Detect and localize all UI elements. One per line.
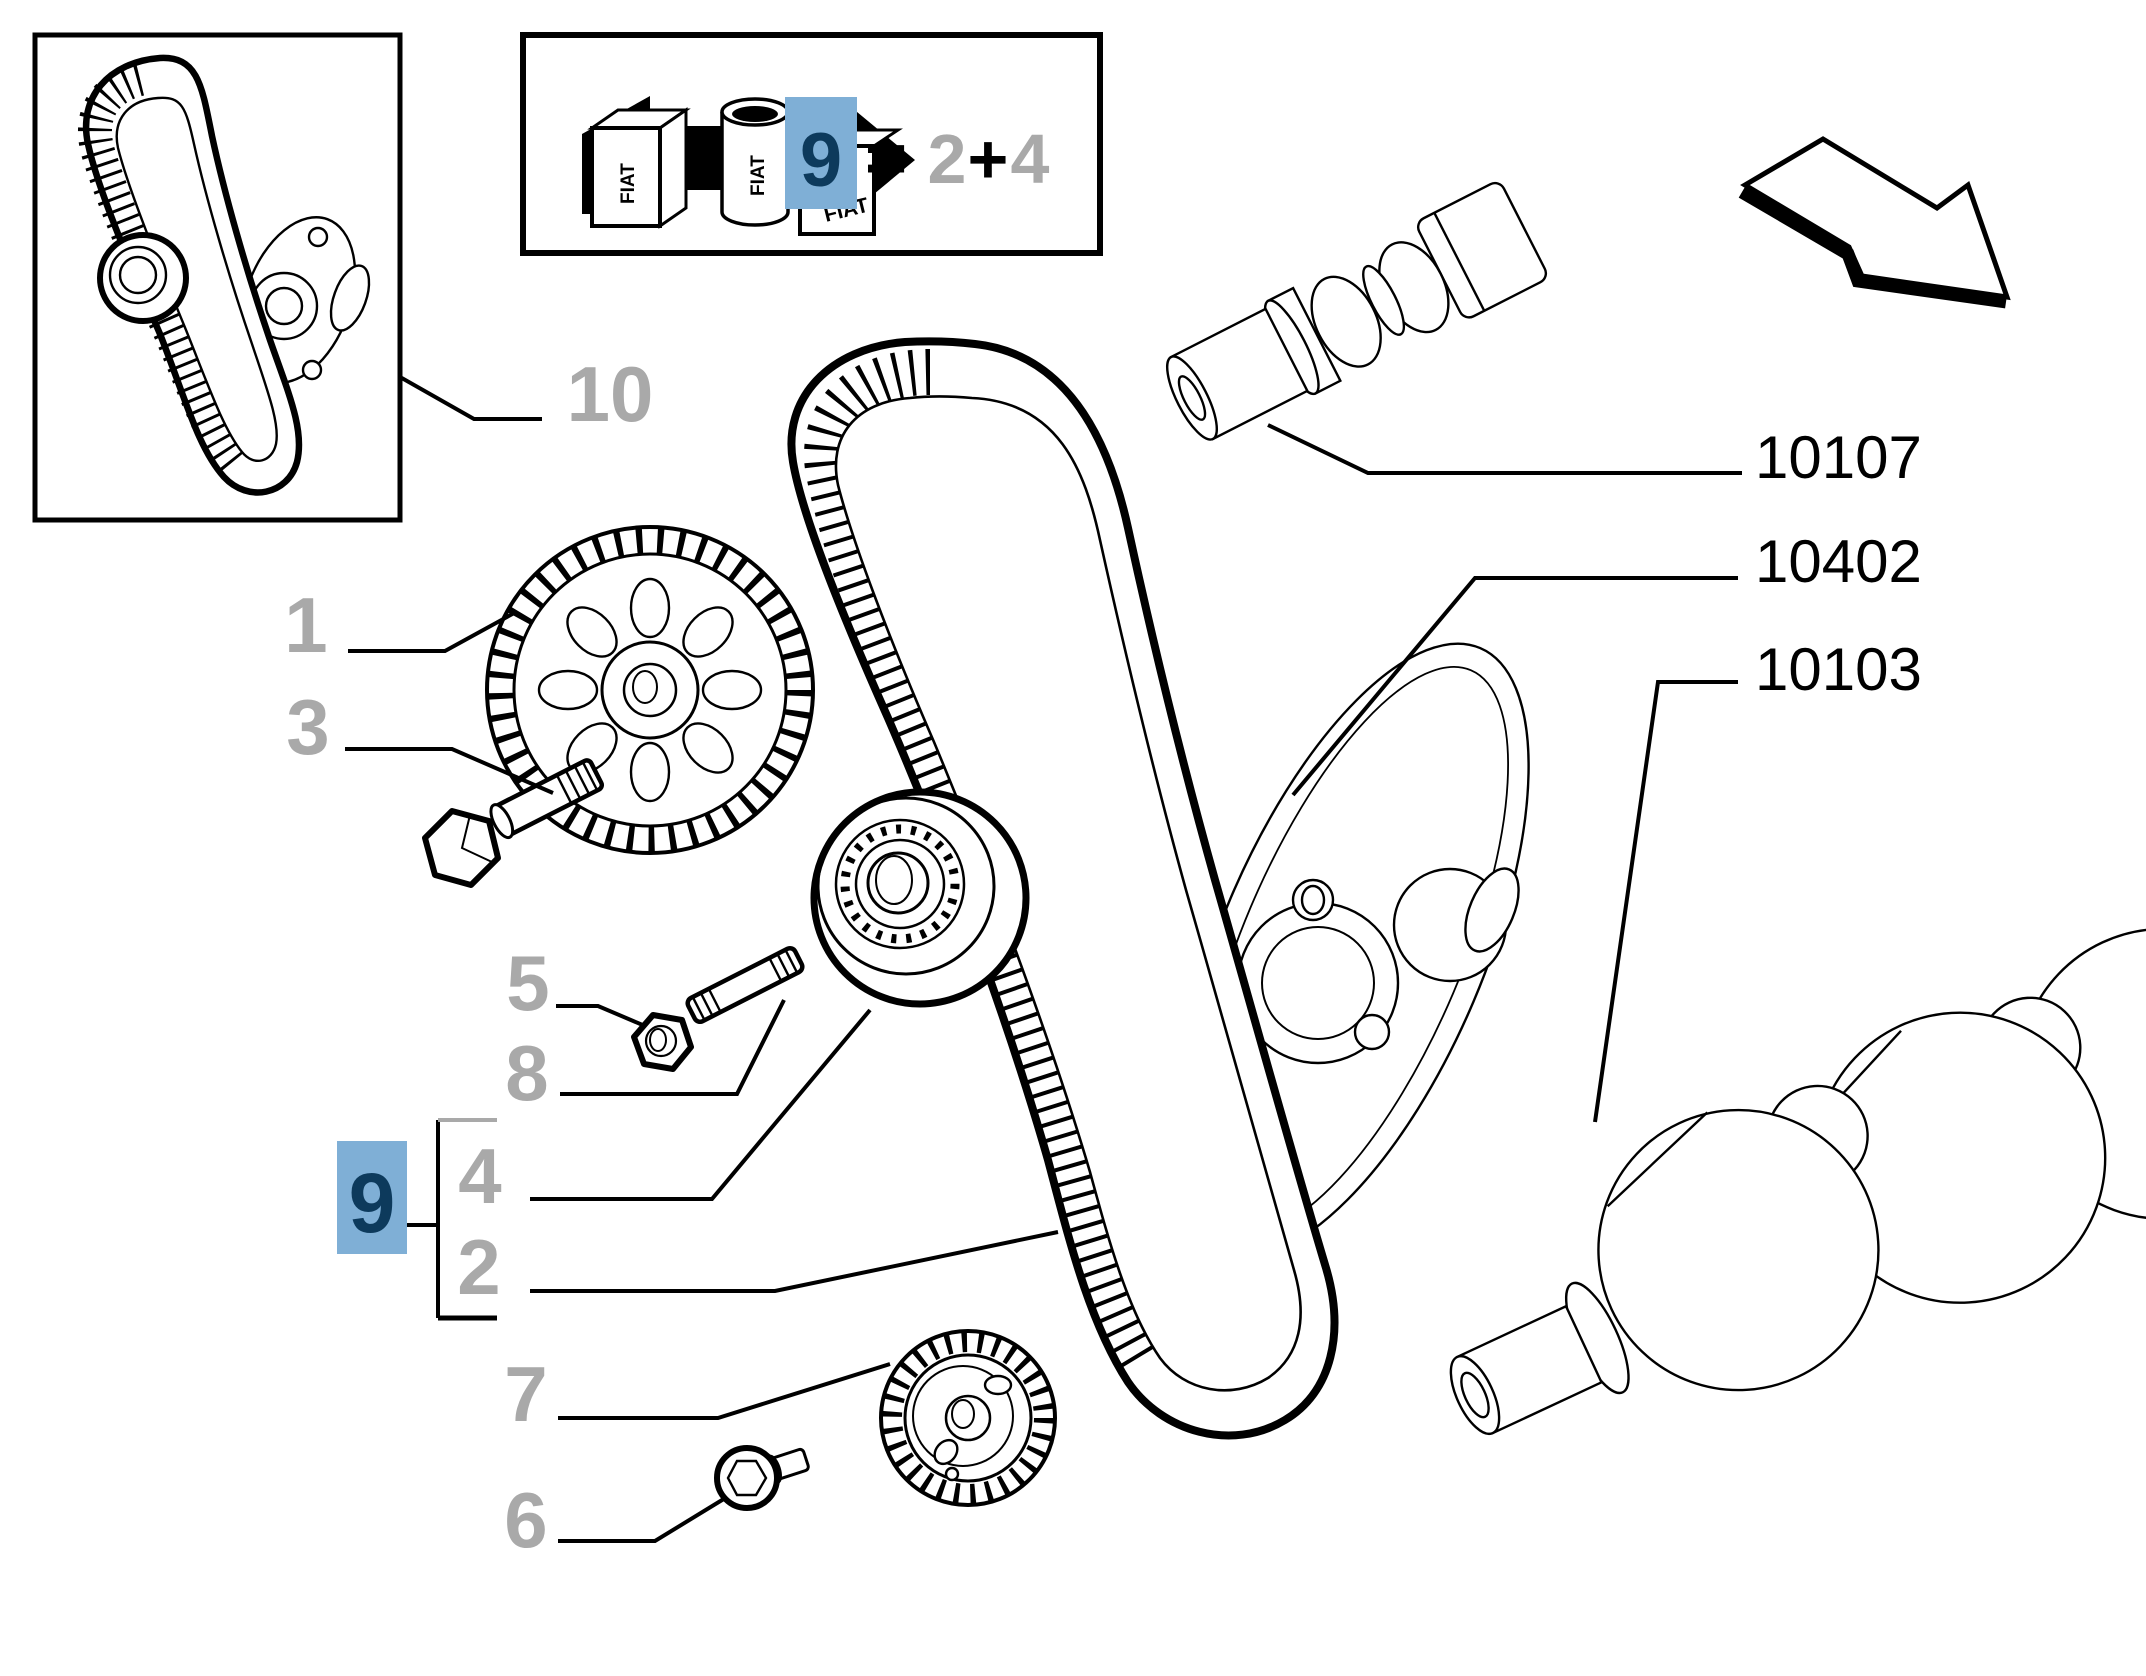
gear-teeth [487,527,813,853]
tensioner-nut [631,1012,694,1072]
kit-can-icon: FIAT [720,97,790,227]
sprocket-teeth [882,1332,1054,1504]
leader-7 [558,1362,891,1420]
timing-belt [787,337,1339,1440]
leader-4 [530,1008,872,1201]
legend-component-b: 4 [1011,120,1050,198]
leader-8 [560,999,786,1096]
callout-label-9[interactable]: 9 [349,1156,396,1250]
callout-label-5: 5 [506,939,549,1027]
callout-label-1: 1 [284,581,327,669]
leader-10103 [1593,680,1738,1123]
callout-label-7: 7 [504,1350,547,1438]
crankshaft-sprocket-bolt [714,1445,810,1511]
leader-2 [530,1230,1059,1293]
callout-label-6: 6 [504,1476,547,1564]
callout-labels: 1 3 5 8 4 2 7 6 9 [284,581,549,1564]
leader-10107 [1267,423,1742,475]
callout-label-8: 8 [505,1029,548,1117]
legend-plus: + [968,120,1009,198]
leader-10402 [1291,576,1738,797]
kit-bracket [407,1118,497,1321]
leader-3 [345,747,554,795]
kit-legend-box: FIAT FIAT FIAT 9 = 2 + 4 [520,32,1103,256]
callout-9-highlight[interactable] [337,1141,407,1254]
callout-label-4: 4 [458,1132,501,1220]
legend-component-a: 2 [928,120,967,198]
kit-number-highlight[interactable] [785,97,857,209]
leader-1 [348,610,517,653]
pageref-crankshaft[interactable]: 10103 [1755,636,1922,703]
camshaft-gear-bolt [422,758,605,888]
callout-label-3: 3 [286,683,329,771]
camshaft [1166,181,1548,441]
pageref-camshaft[interactable]: 10107 [1755,424,1922,491]
leader-lines [345,423,1742,1543]
legend-equals: = [865,119,907,199]
crankshaft [1449,927,2146,1436]
leader-5 [556,1004,646,1028]
brand-text: FIAT [618,163,639,204]
pageref-water-pump[interactable]: 10402 [1755,528,1922,595]
inset-tensioner-icon [97,232,189,324]
bearing-balls [840,824,960,944]
legend-kit-number[interactable]: 9 [800,118,842,203]
crankshaft-sprocket [879,1329,1057,1507]
leader-6 [558,1495,729,1543]
tensioner-pulley [810,788,1030,1008]
leader-10 [399,375,542,421]
tensioner-stud [685,945,805,1025]
page-reference-labels: 10107 10402 10103 [1755,424,1922,703]
callout-label-2: 2 [457,1223,500,1311]
direction-arrow-icon [1738,136,2011,309]
kit-box-left-icon: FIAT [587,107,691,229]
brand-text: FIAT [748,155,769,196]
callout-label-10: 10 [567,350,654,438]
inset-kit-box [32,32,403,523]
inset-timing-belt-icon [78,54,303,496]
